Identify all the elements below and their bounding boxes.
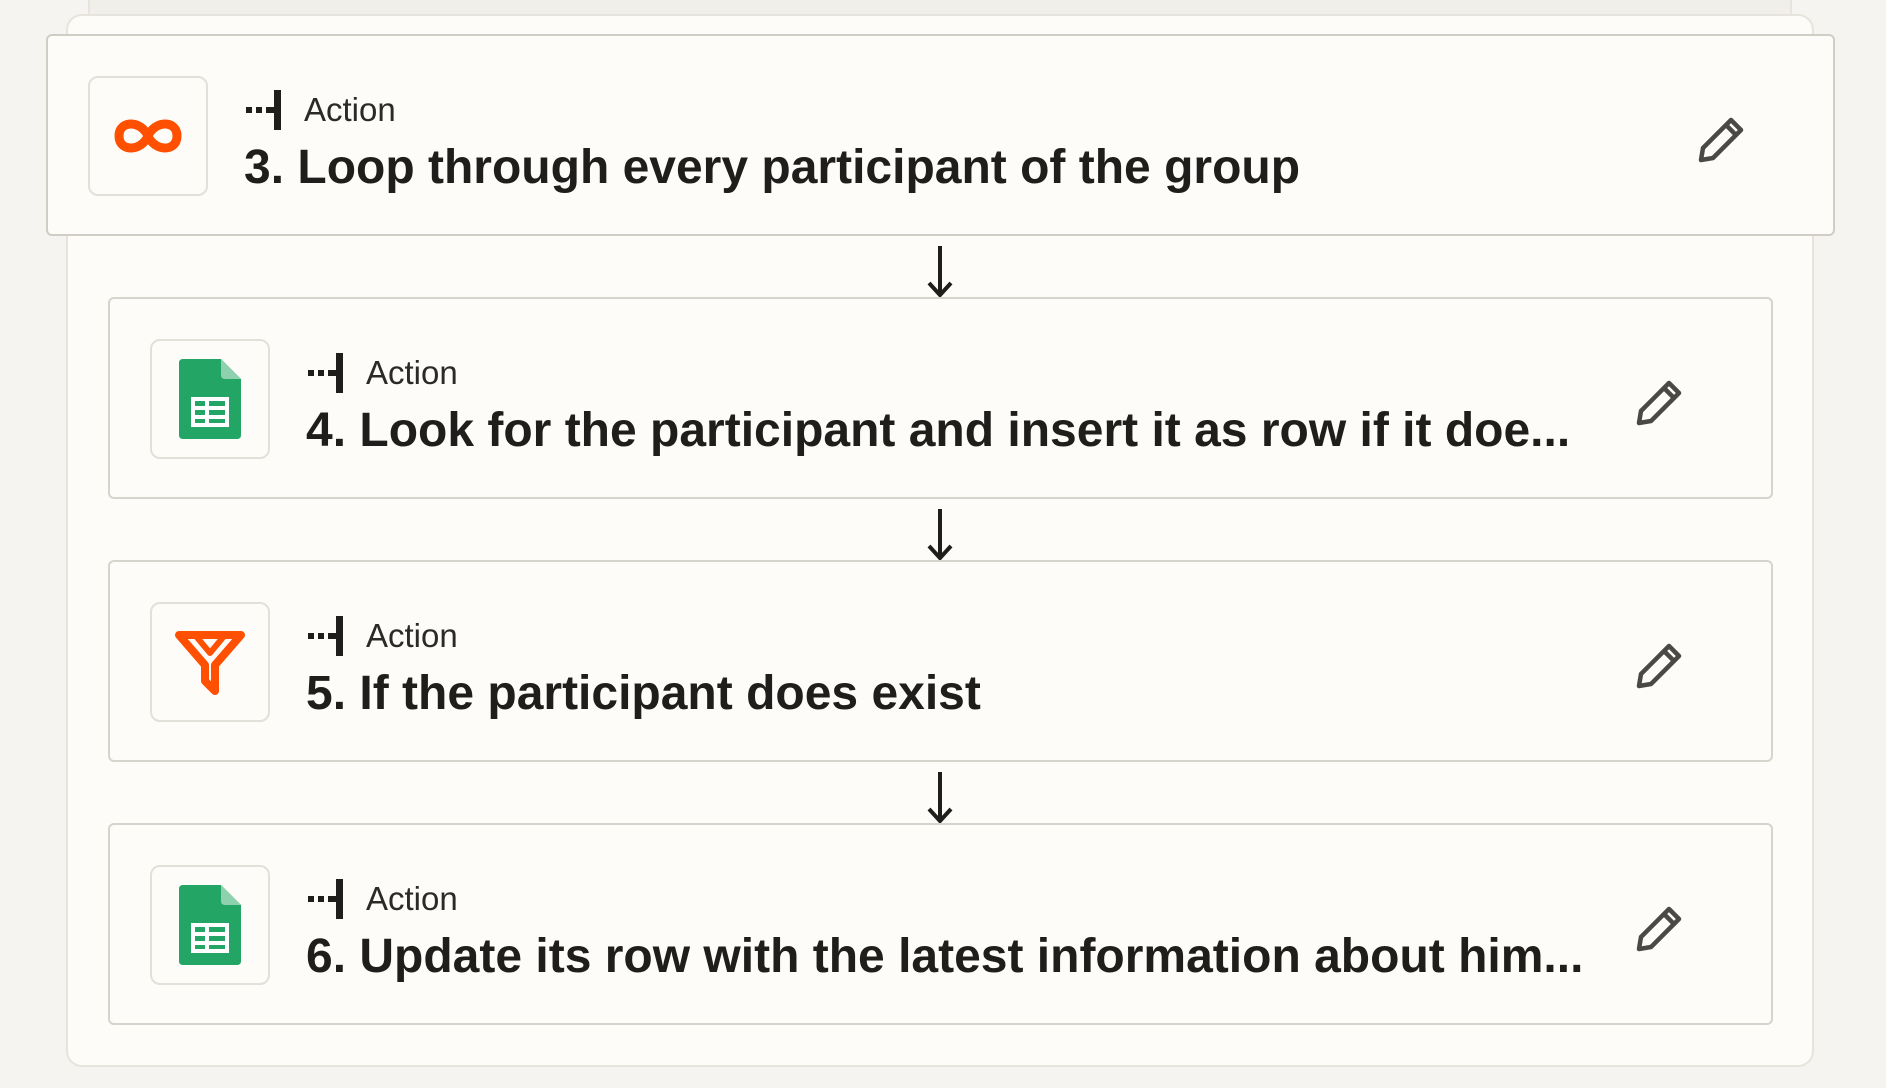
step-4-app-icon bbox=[150, 339, 270, 459]
step-3-type: Action bbox=[244, 88, 396, 132]
step-6-type: Action bbox=[306, 877, 458, 921]
step-name: Loop through every participant of the gr… bbox=[297, 141, 1301, 194]
step-card-3[interactable]: Action 3. Loop through every participant… bbox=[46, 34, 1835, 236]
step-title: 6. Update its row with the latest inform… bbox=[306, 929, 1596, 984]
loop-icon bbox=[114, 119, 182, 153]
step-card-6[interactable]: Action 6. Update its row with the latest… bbox=[108, 823, 1773, 1025]
step-card-5[interactable]: Action 5. If the participant does exist bbox=[108, 560, 1773, 762]
step-name: Update its row with the latest informati… bbox=[359, 930, 1584, 983]
connector-arrow bbox=[927, 772, 953, 824]
action-type-icon bbox=[308, 616, 343, 656]
step-5-app-icon bbox=[150, 602, 270, 722]
pencil-icon bbox=[1636, 380, 1682, 426]
edit-step-button[interactable] bbox=[1631, 375, 1687, 431]
step-type-label: Action bbox=[366, 354, 458, 391]
step-3-app-icon bbox=[88, 76, 208, 196]
pencil-icon bbox=[1636, 643, 1682, 689]
step-type-label: Action bbox=[366, 617, 458, 654]
step-4-type: Action bbox=[306, 351, 458, 395]
filter-icon bbox=[175, 631, 245, 695]
edit-step-button[interactable] bbox=[1693, 112, 1749, 168]
action-type-icon bbox=[308, 353, 343, 393]
action-type-icon bbox=[308, 879, 343, 919]
step-type-label: Action bbox=[304, 91, 396, 128]
step-number: 3. bbox=[244, 141, 285, 194]
step-number: 4. bbox=[306, 404, 347, 457]
step-title: 5. If the participant does exist bbox=[306, 666, 1596, 721]
connector-arrow bbox=[927, 246, 953, 298]
action-type-icon bbox=[246, 90, 281, 130]
step-5-type: Action bbox=[306, 614, 458, 658]
edit-step-button[interactable] bbox=[1631, 901, 1687, 957]
step-name: If the participant does exist bbox=[359, 667, 981, 720]
step-title: 3. Loop through every participant of the… bbox=[244, 140, 1534, 195]
step-card-4[interactable]: Action 4. Look for the participant and i… bbox=[108, 297, 1773, 499]
pencil-icon bbox=[1636, 906, 1682, 952]
google-sheets-icon bbox=[179, 885, 241, 965]
step-name: Look for the participant and insert it a… bbox=[359, 404, 1571, 457]
connector-arrow-in bbox=[918, 0, 962, 8]
step-number: 5. bbox=[306, 667, 347, 720]
step-type-label: Action bbox=[366, 880, 458, 917]
edit-step-button[interactable] bbox=[1631, 638, 1687, 694]
pencil-icon bbox=[1698, 117, 1744, 163]
step-number: 6. bbox=[306, 930, 347, 983]
google-sheets-icon bbox=[179, 359, 241, 439]
connector-arrow bbox=[927, 509, 953, 561]
step-6-app-icon bbox=[150, 865, 270, 985]
step-title: 4. Look for the participant and insert i… bbox=[306, 403, 1596, 458]
